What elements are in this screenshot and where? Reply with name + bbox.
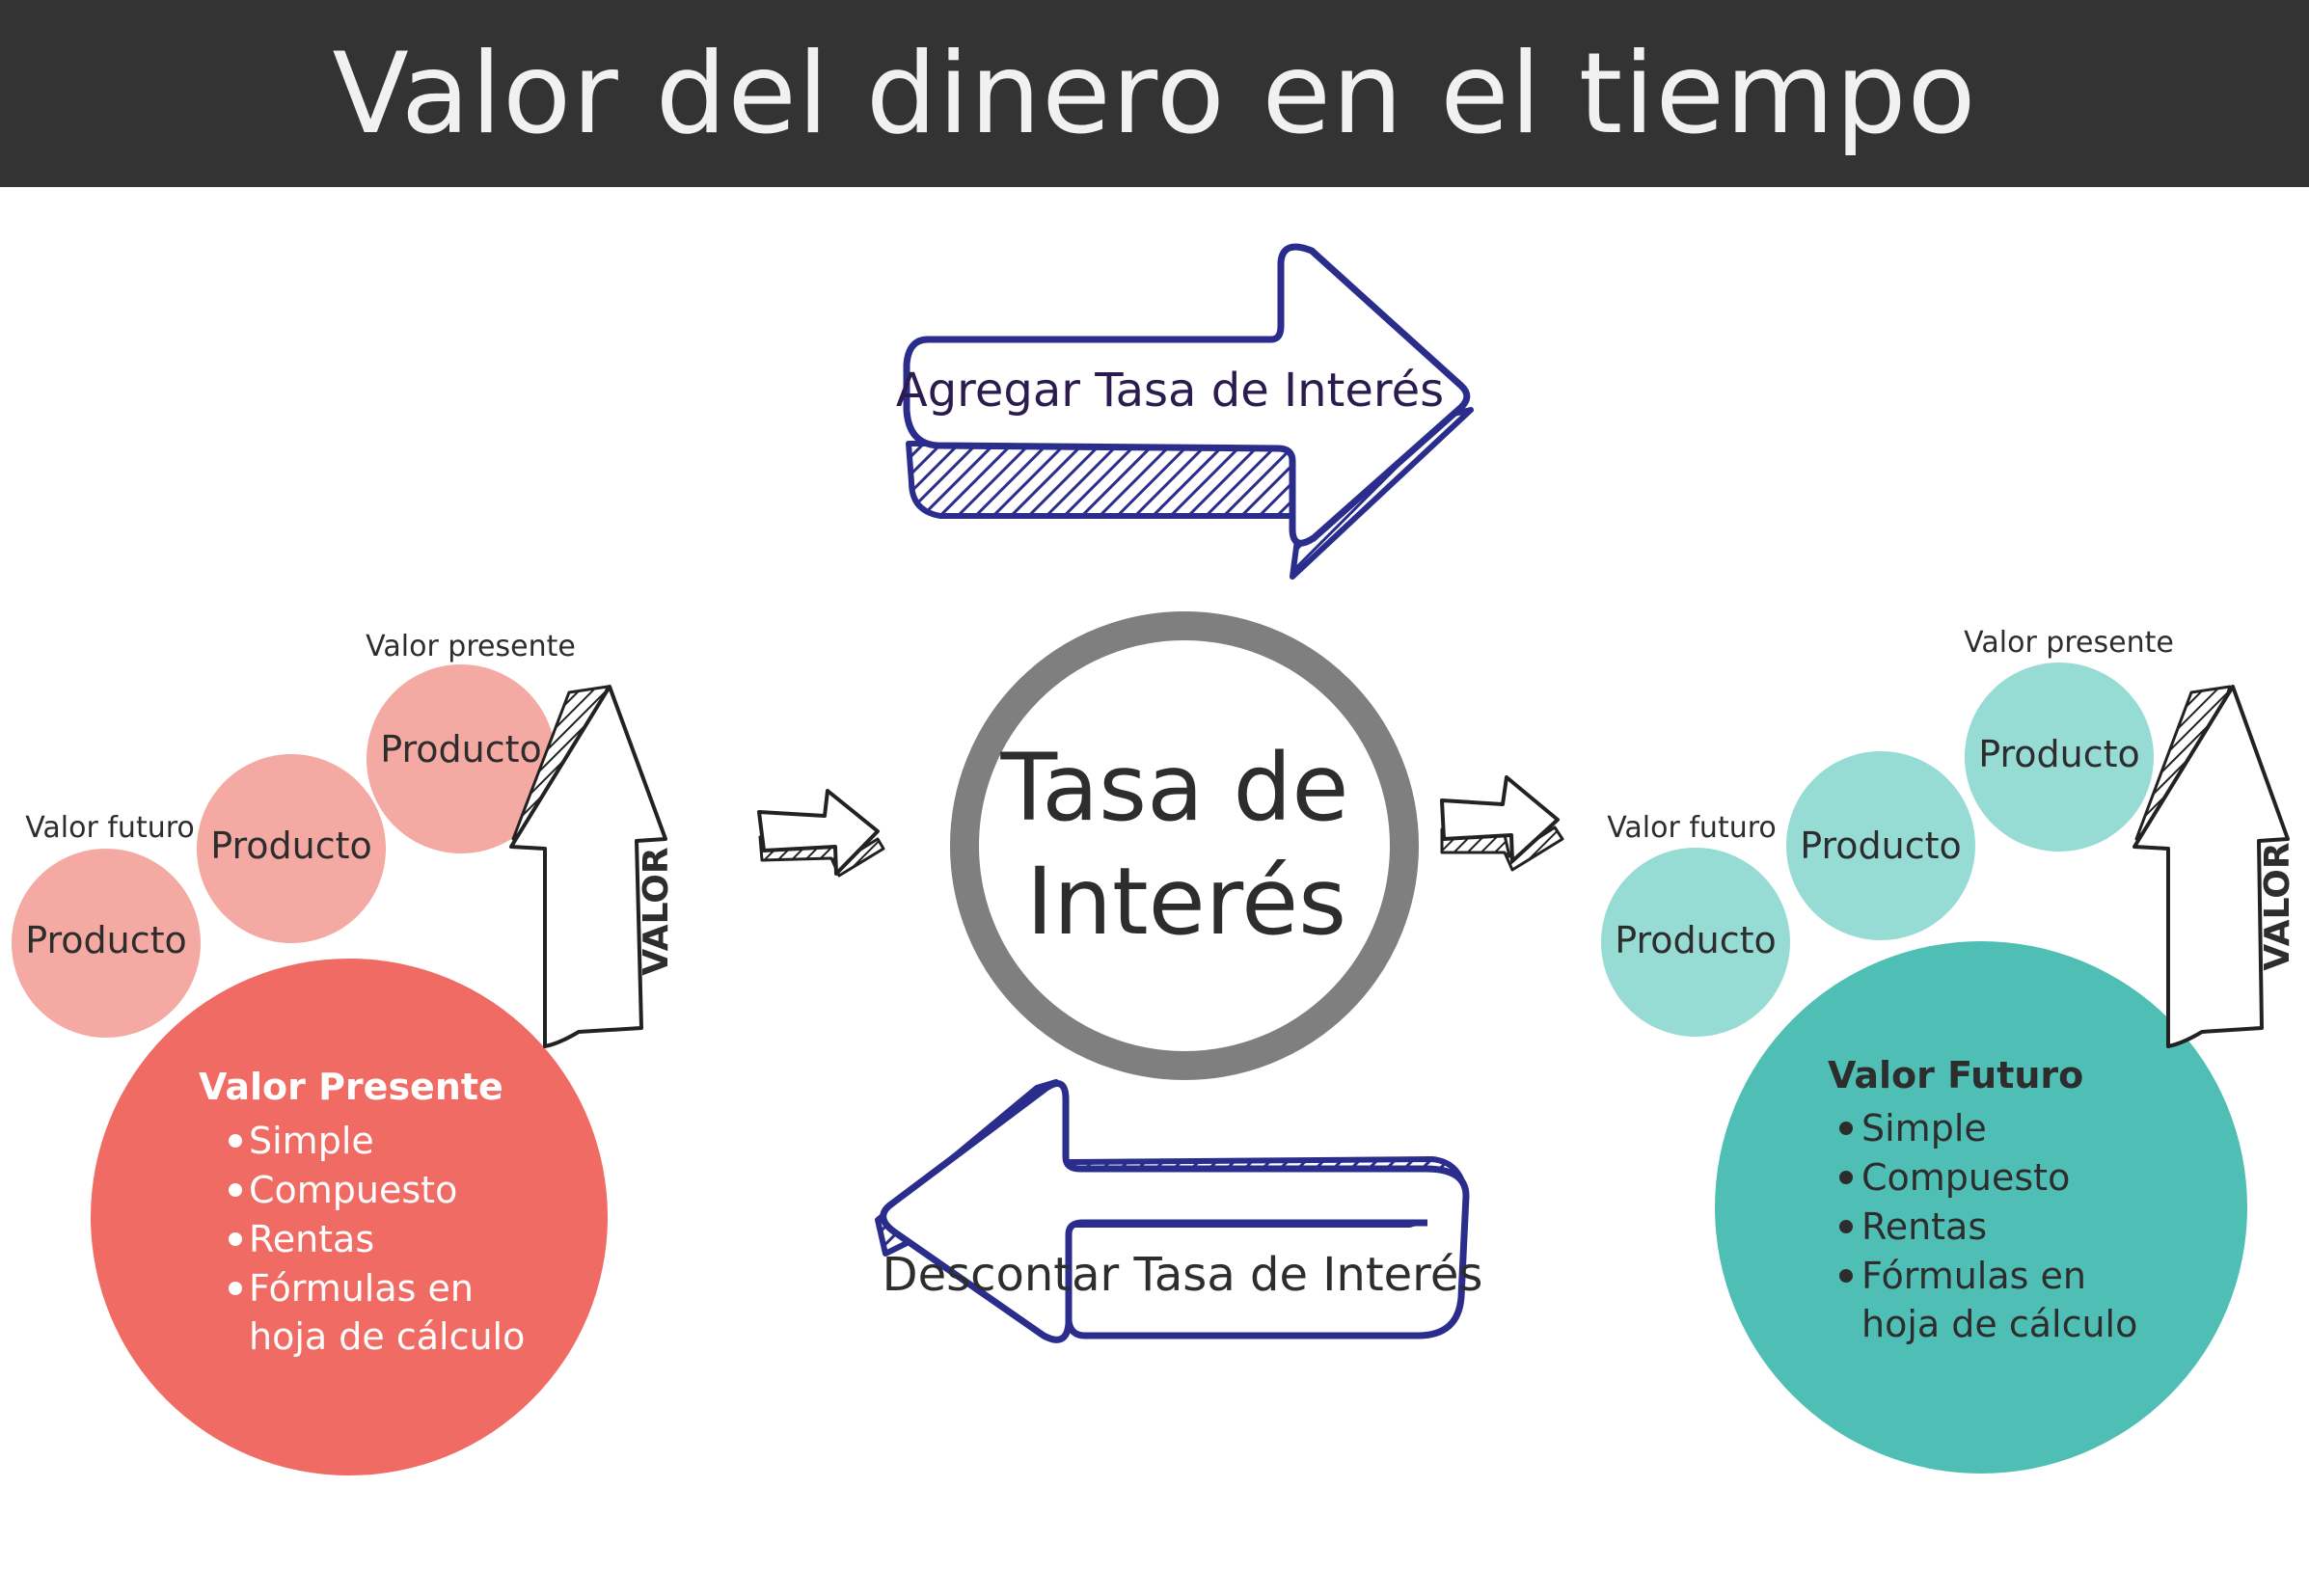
center-line-1: Tasa de (1000, 734, 1349, 842)
bullet-icon (1839, 1220, 1853, 1233)
present-value-cluster: Producto Producto Producto Valor present… (12, 630, 676, 1475)
list-item: Rentas (249, 1218, 374, 1260)
value-arrow-body (509, 685, 667, 1048)
interest-rate-hub: Tasa de Interés (950, 611, 1419, 1080)
bubble-label: Producto (380, 728, 542, 771)
bubble-label: Producto (1978, 733, 2140, 775)
list-item-continuation: hoja de cálculo (1861, 1303, 2137, 1345)
present-value-title: Valor Presente (199, 1066, 503, 1108)
list-item: Simple (1861, 1107, 1987, 1150)
list-item: Fórmulas en (1861, 1255, 2086, 1297)
bullet-icon (229, 1282, 242, 1295)
title-bar (0, 0, 2309, 187)
bullet-icon (1839, 1122, 1853, 1135)
value-arrow-body (2132, 685, 2290, 1048)
list-item-continuation: hoja de cálculo (249, 1315, 525, 1358)
discount-interest-arrow: Descontar Tasa de Interés (875, 1079, 1483, 1343)
product-bubble-3 (367, 664, 556, 853)
page-title: Valor del dinero en el tiempo (332, 28, 1977, 159)
small-arrow-right-body (1440, 775, 1560, 863)
present-value-circle (91, 959, 608, 1475)
future-value-title: Valor Futuro (1828, 1054, 2083, 1096)
value-up-arrow-left: VALOR (509, 685, 676, 1048)
product-bubble-1 (1601, 848, 1790, 1037)
small-arrow-left-body (757, 789, 880, 876)
product-bubble-2 (197, 754, 386, 943)
product-bubble-1 (12, 849, 201, 1038)
list-item: Simple (249, 1120, 374, 1162)
future-value-cluster: Producto Producto Producto Valor present… (1601, 626, 2297, 1474)
product-bubble-2 (1786, 751, 1975, 940)
small-arrow-left (757, 789, 885, 878)
small-arrow-right (1440, 775, 1564, 872)
bullet-icon (229, 1183, 242, 1197)
present-value-caption: Valor presente (1964, 626, 2174, 660)
present-value-caption: Valor presente (366, 630, 576, 663)
bubble-label: Producto (210, 825, 372, 867)
bubble-label: Producto (1615, 919, 1777, 961)
list-item: Fórmulas en (249, 1267, 474, 1310)
bullet-icon (229, 1232, 242, 1246)
add-interest-label: Agregar Tasa de Interés (896, 364, 1444, 418)
value-arrow-label: VALOR (2258, 842, 2297, 970)
future-value-caption: Valor futuro (25, 811, 195, 845)
future-value-caption: Valor futuro (1607, 811, 1777, 845)
bullet-icon (1839, 1269, 1853, 1283)
interest-ring (950, 611, 1419, 1080)
value-arrow-label: VALOR (637, 847, 676, 975)
add-interest-arrow: Agregar Tasa de Interés (896, 243, 1474, 580)
value-up-arrow-right: VALOR (2132, 685, 2297, 1048)
bubble-label: Producto (1800, 825, 1962, 867)
add-arrow-body (903, 243, 1471, 547)
center-line-2: Interés (1026, 848, 1346, 956)
bullet-icon (1839, 1171, 1853, 1184)
list-item: Compuesto (249, 1169, 457, 1211)
product-bubble-3 (1965, 663, 2154, 852)
discount-arrow-body (880, 1080, 1470, 1343)
future-value-circle (1715, 941, 2247, 1474)
bullet-icon (229, 1134, 242, 1148)
bubble-label: Producto (25, 919, 187, 961)
list-item: Compuesto (1861, 1156, 2070, 1199)
discount-interest-label: Descontar Tasa de Interés (883, 1248, 1483, 1302)
list-item: Rentas (1861, 1205, 1987, 1248)
